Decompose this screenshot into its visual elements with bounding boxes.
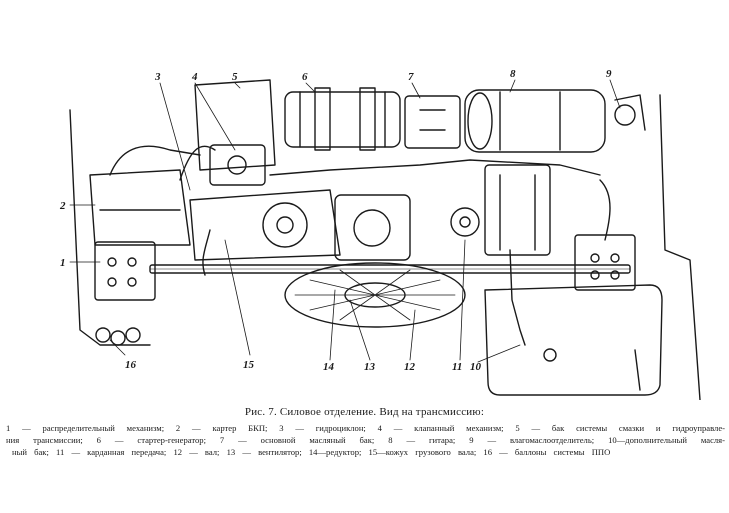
technical-drawing: 3 4 5 6 7 8 9 2 1 16 15 14 13 12 11 10 — [59, 68, 701, 400]
figure-legend-line: ный бак; 11 — карданная передача; 12 — в… — [12, 447, 611, 457]
callout-1: 1 — [60, 257, 66, 269]
callout-labels: 3 4 5 6 7 8 9 2 1 16 15 14 13 12 11 10 — [59, 68, 612, 373]
callout-6: 6 — [302, 71, 308, 83]
figure-legend-line: 1 — распределительный механизм; 2 — карт… — [6, 423, 725, 433]
gitara — [464, 89, 606, 153]
callout-2: 2 — [59, 200, 66, 212]
gearbox-housing — [89, 169, 191, 246]
figure-legend-line: ния трансмиссии; 6 — стартер-генератор; … — [6, 435, 725, 445]
oil-tank-main — [404, 95, 461, 149]
starter-generator — [284, 91, 401, 148]
hull-right-wall — [659, 94, 701, 400]
transmission-body — [189, 189, 341, 261]
fire-bottles — [95, 327, 141, 346]
callout-16: 16 — [125, 359, 137, 371]
lubrication-tank-outline — [194, 79, 276, 171]
callout-12: 12 — [404, 361, 416, 373]
callout-8: 8 — [510, 68, 516, 80]
callout-10: 10 — [470, 361, 482, 373]
callout-9: 9 — [606, 68, 612, 80]
oil-tank-additional — [484, 284, 663, 396]
right-assembly — [484, 164, 551, 256]
callout-3: 3 — [154, 71, 161, 83]
callout-4: 4 — [191, 71, 198, 83]
hull-left-wall — [69, 109, 151, 346]
figure-caption-title: Рис. 7. Силовое отделение. Вид на трансм… — [244, 406, 485, 418]
callout-11: 11 — [452, 361, 462, 373]
callout-5: 5 — [232, 71, 238, 83]
callout-13: 13 — [364, 361, 376, 373]
distribution-mechanism — [94, 241, 156, 301]
separator-unit — [614, 104, 636, 126]
valve-mechanism — [209, 144, 266, 186]
reducer — [334, 194, 411, 261]
fan — [284, 262, 466, 328]
callout-7: 7 — [408, 71, 414, 83]
callout-14: 14 — [323, 361, 335, 373]
callout-15: 15 — [243, 359, 255, 371]
